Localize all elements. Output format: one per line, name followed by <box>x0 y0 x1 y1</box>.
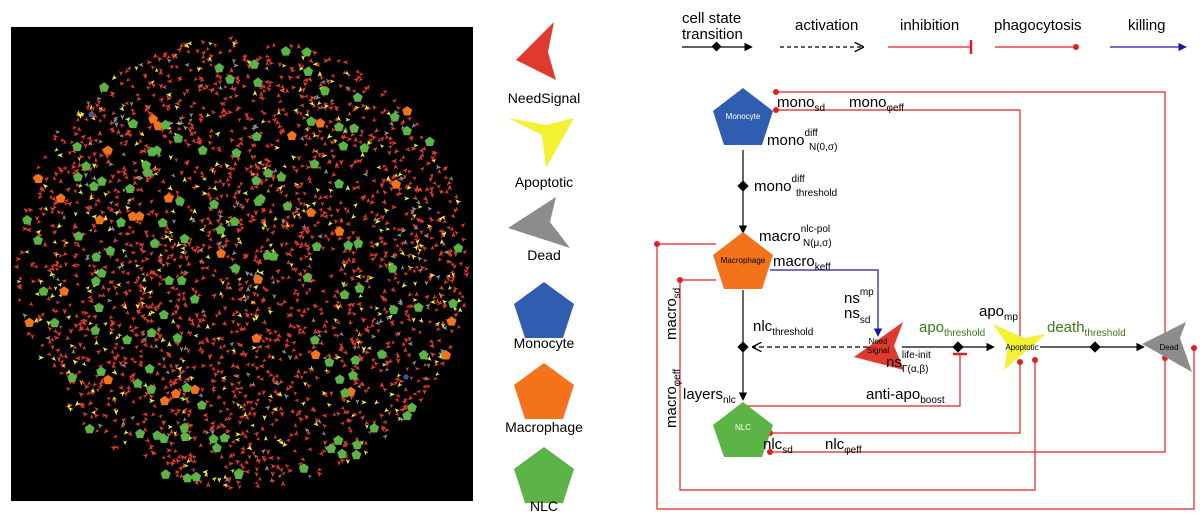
monocyte-node-icon <box>713 88 773 145</box>
param-nlc-phieff: nlcφeff <box>825 436 862 456</box>
legend-item-macrophage: Macrophage <box>505 363 583 435</box>
param-macro-keff: macrokeff <box>773 253 831 273</box>
legend-item-apoptotic: Apoptotic <box>508 118 574 190</box>
legend-label-needsignal: NeedSignal <box>508 90 580 106</box>
simulation-background <box>11 27 473 501</box>
phagocytosis-edges <box>656 91 1195 510</box>
param-apo-threshold: apothreshold <box>919 319 985 339</box>
node-macrophage-label: Macrophage <box>721 256 766 265</box>
node-monocyte: Monocyte <box>713 88 773 145</box>
edge-monocyte-apoptotic <box>776 109 1021 347</box>
legend-item-nlc: NLC <box>514 447 574 514</box>
edge-legend: cell state transition activation inhibit… <box>682 10 1187 54</box>
nlc-node-icon <box>713 402 773 457</box>
edge-nlc-apoptotic <box>770 362 1021 434</box>
cell-type-legend: NeedSignal Apoptotic Dead Monocyte Macro… <box>486 0 610 527</box>
legend-label-dead: Dead <box>527 247 560 263</box>
legend-label-macrophage: Macrophage <box>505 419 583 435</box>
edge-legend-killing-label: killing <box>1128 17 1166 34</box>
edge-legend-transition-line2: transition <box>682 26 743 43</box>
state-transition-diagram: cell state transition activation inhibit… <box>620 0 1200 527</box>
edge-nlc-dead <box>770 358 1166 453</box>
node-nlc: NLC <box>713 402 773 457</box>
node-needsignal-label-line1: Need <box>868 337 887 346</box>
edge-nlc-anti-apo <box>743 354 961 407</box>
node-dead-label: Dead <box>1159 343 1178 352</box>
dead-node-icon <box>1142 322 1192 372</box>
transition-diamond-icon <box>711 41 722 52</box>
param-macro-phieff: macroφeff <box>663 369 683 428</box>
param-labels-green: apothreshold deaththreshold <box>919 319 1126 339</box>
param-layers-nlc: layersnlc <box>683 386 736 406</box>
needsignal-node-icon <box>854 322 904 370</box>
state-transition-canvas: cell state transition activation inhibit… <box>654 10 1197 510</box>
edge-legend-transition-line1: cell state <box>682 10 741 27</box>
macrophage-node-icon <box>713 232 773 289</box>
legend-item-monocyte: Monocyte <box>514 282 575 351</box>
node-apoptotic: Apoptotic <box>993 324 1046 370</box>
legend-label-monocyte: Monocyte <box>514 335 575 351</box>
node-macrophage: Macrophage <box>713 232 773 289</box>
param-macro-sd: macrosd <box>663 288 683 340</box>
edge-legend-inhibition-label: inhibition <box>900 17 959 34</box>
legend-label-apoptotic: Apoptotic <box>515 174 573 190</box>
node-apoptotic-label: Apoptotic <box>1005 343 1038 352</box>
legend-label-nlc: NLC <box>530 498 558 514</box>
node-dead: Dead <box>1142 322 1192 372</box>
legend-item-dead: Dead <box>508 197 570 263</box>
node-nlc-label: NLC <box>735 423 751 432</box>
simulation-canvas <box>11 27 473 501</box>
param-ns-sd: nssd <box>844 305 870 326</box>
phagocytosis-dot-icon <box>1073 44 1079 50</box>
monocyte-pentagon-icon <box>514 282 574 338</box>
nlc-pentagon-icon <box>514 447 574 503</box>
edge-legend-activation-label: activation <box>795 17 858 34</box>
dead-arrowhead-icon <box>508 197 570 248</box>
param-mono-phieff: monoφeff <box>849 94 904 114</box>
node-needsignal-label-line2: Signal <box>867 346 889 355</box>
edge-macrophage-loop-outer <box>656 243 1195 510</box>
edge-legend-phagocytosis: phagocytosis <box>994 17 1082 50</box>
cell-type-legend-canvas: NeedSignal Apoptotic Dead Monocyte Macro… <box>505 22 583 514</box>
node-monocyte-label: Monocyte <box>726 112 761 121</box>
param-anti-apo-boost: anti-apoboost <box>866 386 945 406</box>
apoptotic-arrowhead-icon <box>508 118 574 168</box>
macrophage-pentagon-icon <box>514 363 574 419</box>
param-nlc-threshold: nlcthreshold <box>753 318 813 338</box>
edge-monocyte-dead <box>776 91 1166 337</box>
edge-legend-inhibition: inhibition <box>888 17 973 54</box>
node-needsignal: Need Signal <box>854 322 904 370</box>
simulation-cells <box>13 35 470 490</box>
param-apo-mp: apomp <box>979 303 1018 323</box>
edge-legend-transition: cell state transition <box>682 10 753 52</box>
legend-item-needsignal: NeedSignal <box>508 22 580 106</box>
apoptotic-node-icon <box>993 324 1046 370</box>
edge-macrophage-killing <box>770 269 883 337</box>
edge-macrophage-loop-inner <box>679 279 1036 491</box>
param-mono-sd: monosd <box>777 94 825 114</box>
needsignal-arrowhead-icon <box>516 22 556 80</box>
edge-legend-phagocytosis-label: phagocytosis <box>994 17 1082 34</box>
param-ns-mp: nsmp <box>844 287 874 307</box>
param-nlc-sd: nlcsd <box>763 436 793 456</box>
edge-legend-activation: activation <box>780 17 863 47</box>
edge-legend-killing: killing <box>1110 17 1187 52</box>
simulation-snapshot <box>11 27 473 501</box>
param-death-threshold: deaththreshold <box>1047 319 1126 339</box>
